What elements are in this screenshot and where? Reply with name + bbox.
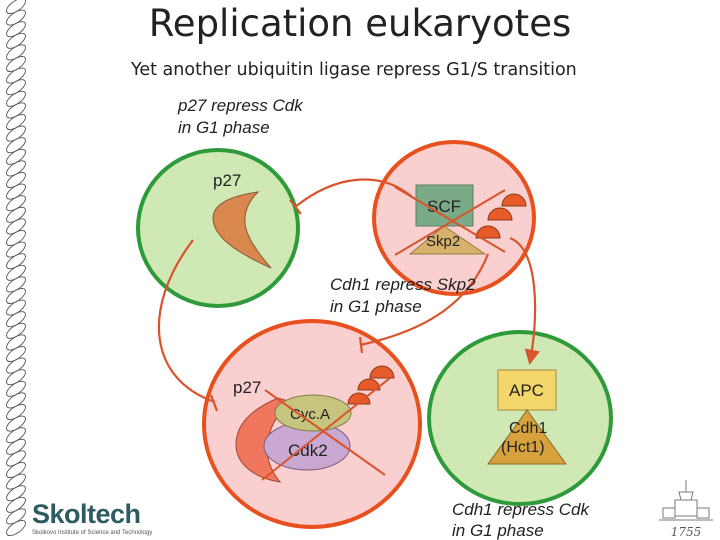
- border-loop: [6, 230, 26, 246]
- inhibit-bar-skp2: [358, 336, 364, 354]
- border-loop: [6, 520, 26, 536]
- border-loop: [6, 496, 26, 513]
- university-emblem: 1755: [659, 480, 713, 539]
- border-loop: [6, 357, 26, 374]
- ubiquitin-chain-bottom: [347, 365, 395, 405]
- border-loop: [6, 125, 26, 142]
- border-loop: [6, 253, 26, 270]
- border-loop: [6, 32, 26, 49]
- border-loop: [6, 241, 26, 258]
- inhibit-scf-to-p27: [294, 178, 413, 208]
- slide-title: Replication eukaryotes: [148, 2, 572, 45]
- hct1-label: (Hct1): [501, 439, 545, 456]
- inhibit-bar-p27: [289, 199, 302, 215]
- border-loop: [6, 485, 26, 502]
- border-loop: [6, 195, 26, 212]
- border-loop: [6, 346, 26, 362]
- cyca-label: Cyc.A: [290, 406, 330, 423]
- border-loop: [6, 0, 26, 14]
- border-loop: [6, 450, 26, 467]
- border-loop: [6, 56, 26, 72]
- annotation-skp2-line2: in G1 phase: [330, 297, 422, 316]
- cross-scf: [394, 186, 506, 256]
- border-loop: [6, 438, 26, 455]
- cross-cdk: [261, 377, 391, 481]
- skp2-label: Skp2: [426, 233, 460, 250]
- inhibit-bar-cdk: [209, 394, 219, 412]
- border-loop: [6, 334, 26, 351]
- border-loop: [6, 380, 26, 397]
- arrow-ub-to-apc: [509, 236, 540, 366]
- annotation-p27-repress-cdk: p27 repress Cdk in G1 phase: [177, 96, 304, 137]
- decorative-border: [6, 0, 26, 536]
- border-loop: [6, 218, 26, 235]
- border-loop: [6, 427, 26, 444]
- cyca-ellipse: [274, 394, 352, 432]
- p27-protein-top: [212, 191, 272, 269]
- apc-box: [497, 369, 557, 411]
- border-loop: [6, 90, 26, 107]
- ubiquitin-chain-top: [475, 193, 527, 239]
- inhibit-p27-to-cdk: [157, 239, 216, 404]
- border-loop: [6, 183, 26, 200]
- annotation-cdk-line2: in G1 phase: [452, 521, 544, 540]
- border-loop: [6, 9, 26, 26]
- cdk2-label: Cdk2: [288, 441, 328, 460]
- border-loop: [6, 404, 26, 420]
- border-loop: [6, 114, 26, 130]
- skoltech-logo-text: Skoltech: [32, 499, 141, 529]
- border-loop: [6, 392, 26, 409]
- emblem-year: 1755: [671, 525, 702, 539]
- border-loop: [6, 102, 26, 119]
- skp2-triangle: [408, 225, 487, 255]
- border-loop: [6, 148, 26, 165]
- border-loop: [6, 21, 26, 38]
- skoltech-logo-subtitle: Skolkovo Institute of Science and Techno…: [32, 530, 153, 536]
- border-loop: [6, 473, 26, 490]
- p27-label-bottom: p27: [233, 378, 261, 397]
- inhibit-apc-to-scf: [359, 253, 490, 347]
- annotation-cdh1-repress-cdk: Cdh1 repress Cdk in G1 phase: [452, 500, 591, 540]
- annotation-skp2-line1: Cdh1 repress Skp2: [330, 275, 476, 294]
- apc-label: APC: [509, 381, 544, 400]
- slide-subtitle: Yet another ubiquitin ligase repress G1/…: [131, 60, 577, 80]
- scf-label: SCF: [427, 197, 461, 216]
- annotation-cdh1-repress-skp2: Cdh1 repress Skp2 in G1 phase: [330, 275, 476, 316]
- border-loop: [6, 276, 26, 293]
- border-loop: [6, 206, 26, 223]
- border-loop: [6, 322, 26, 339]
- border-loop: [6, 160, 26, 177]
- cdh1-label: Cdh1: [509, 420, 547, 437]
- border-loop: [6, 415, 26, 432]
- border-loop: [6, 137, 26, 154]
- border-loop: [6, 264, 26, 281]
- border-loop: [6, 172, 26, 188]
- border-loop: [6, 462, 26, 478]
- cdh1-triangle: [487, 409, 567, 465]
- p27-label-top: p27: [213, 171, 241, 190]
- border-loop: [6, 288, 26, 304]
- border-loop: [6, 79, 26, 96]
- annotation-cdk-line1: Cdh1 repress Cdk: [452, 500, 591, 519]
- border-loop: [6, 299, 26, 316]
- annotation-p27-line1: p27 repress Cdk: [177, 96, 304, 115]
- border-loop: [6, 67, 26, 84]
- border-loop: [6, 44, 26, 61]
- border-loop: [6, 508, 26, 525]
- skoltech-logo: Skoltech Skolkovo Institute of Science a…: [30, 499, 156, 540]
- green-circle-bottom-right: [427, 330, 613, 506]
- border-loop: [6, 369, 26, 386]
- annotation-p27-line2: in G1 phase: [178, 118, 270, 137]
- border-loop: [6, 311, 26, 328]
